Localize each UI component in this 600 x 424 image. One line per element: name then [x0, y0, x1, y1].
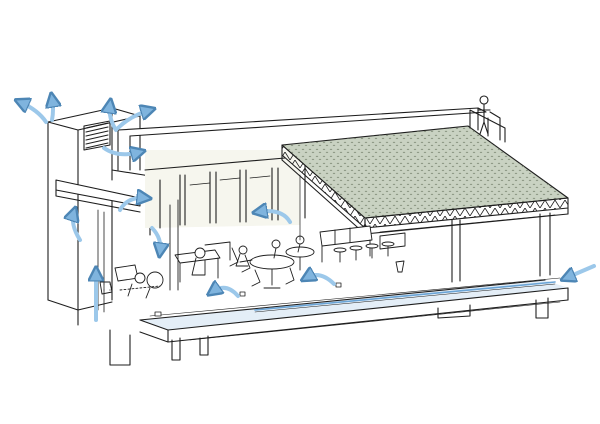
arrow-icon: [73, 212, 80, 240]
floor-slab: [140, 278, 568, 342]
arrow-icon: [212, 288, 238, 296]
airflow-arrows: [20, 98, 594, 320]
support-piers: [172, 298, 548, 360]
arrow-icon: [258, 211, 290, 222]
green-roof: [282, 126, 568, 282]
arrow-icon: [104, 148, 140, 154]
arrow-icon: [118, 110, 150, 128]
arrow-icon: [152, 228, 160, 252]
arrow-icon: [120, 198, 146, 210]
ventilation-tower: [48, 108, 150, 365]
arrow-icon: [110, 104, 116, 130]
floor-vent-icon: [155, 282, 555, 316]
arrow-icon: [306, 275, 334, 284]
office-furniture: [100, 175, 405, 298]
person-icon: [478, 96, 490, 134]
arrow-icon: [566, 266, 594, 278]
arrow-icon: [52, 98, 53, 120]
arrow-icon: [20, 102, 46, 122]
